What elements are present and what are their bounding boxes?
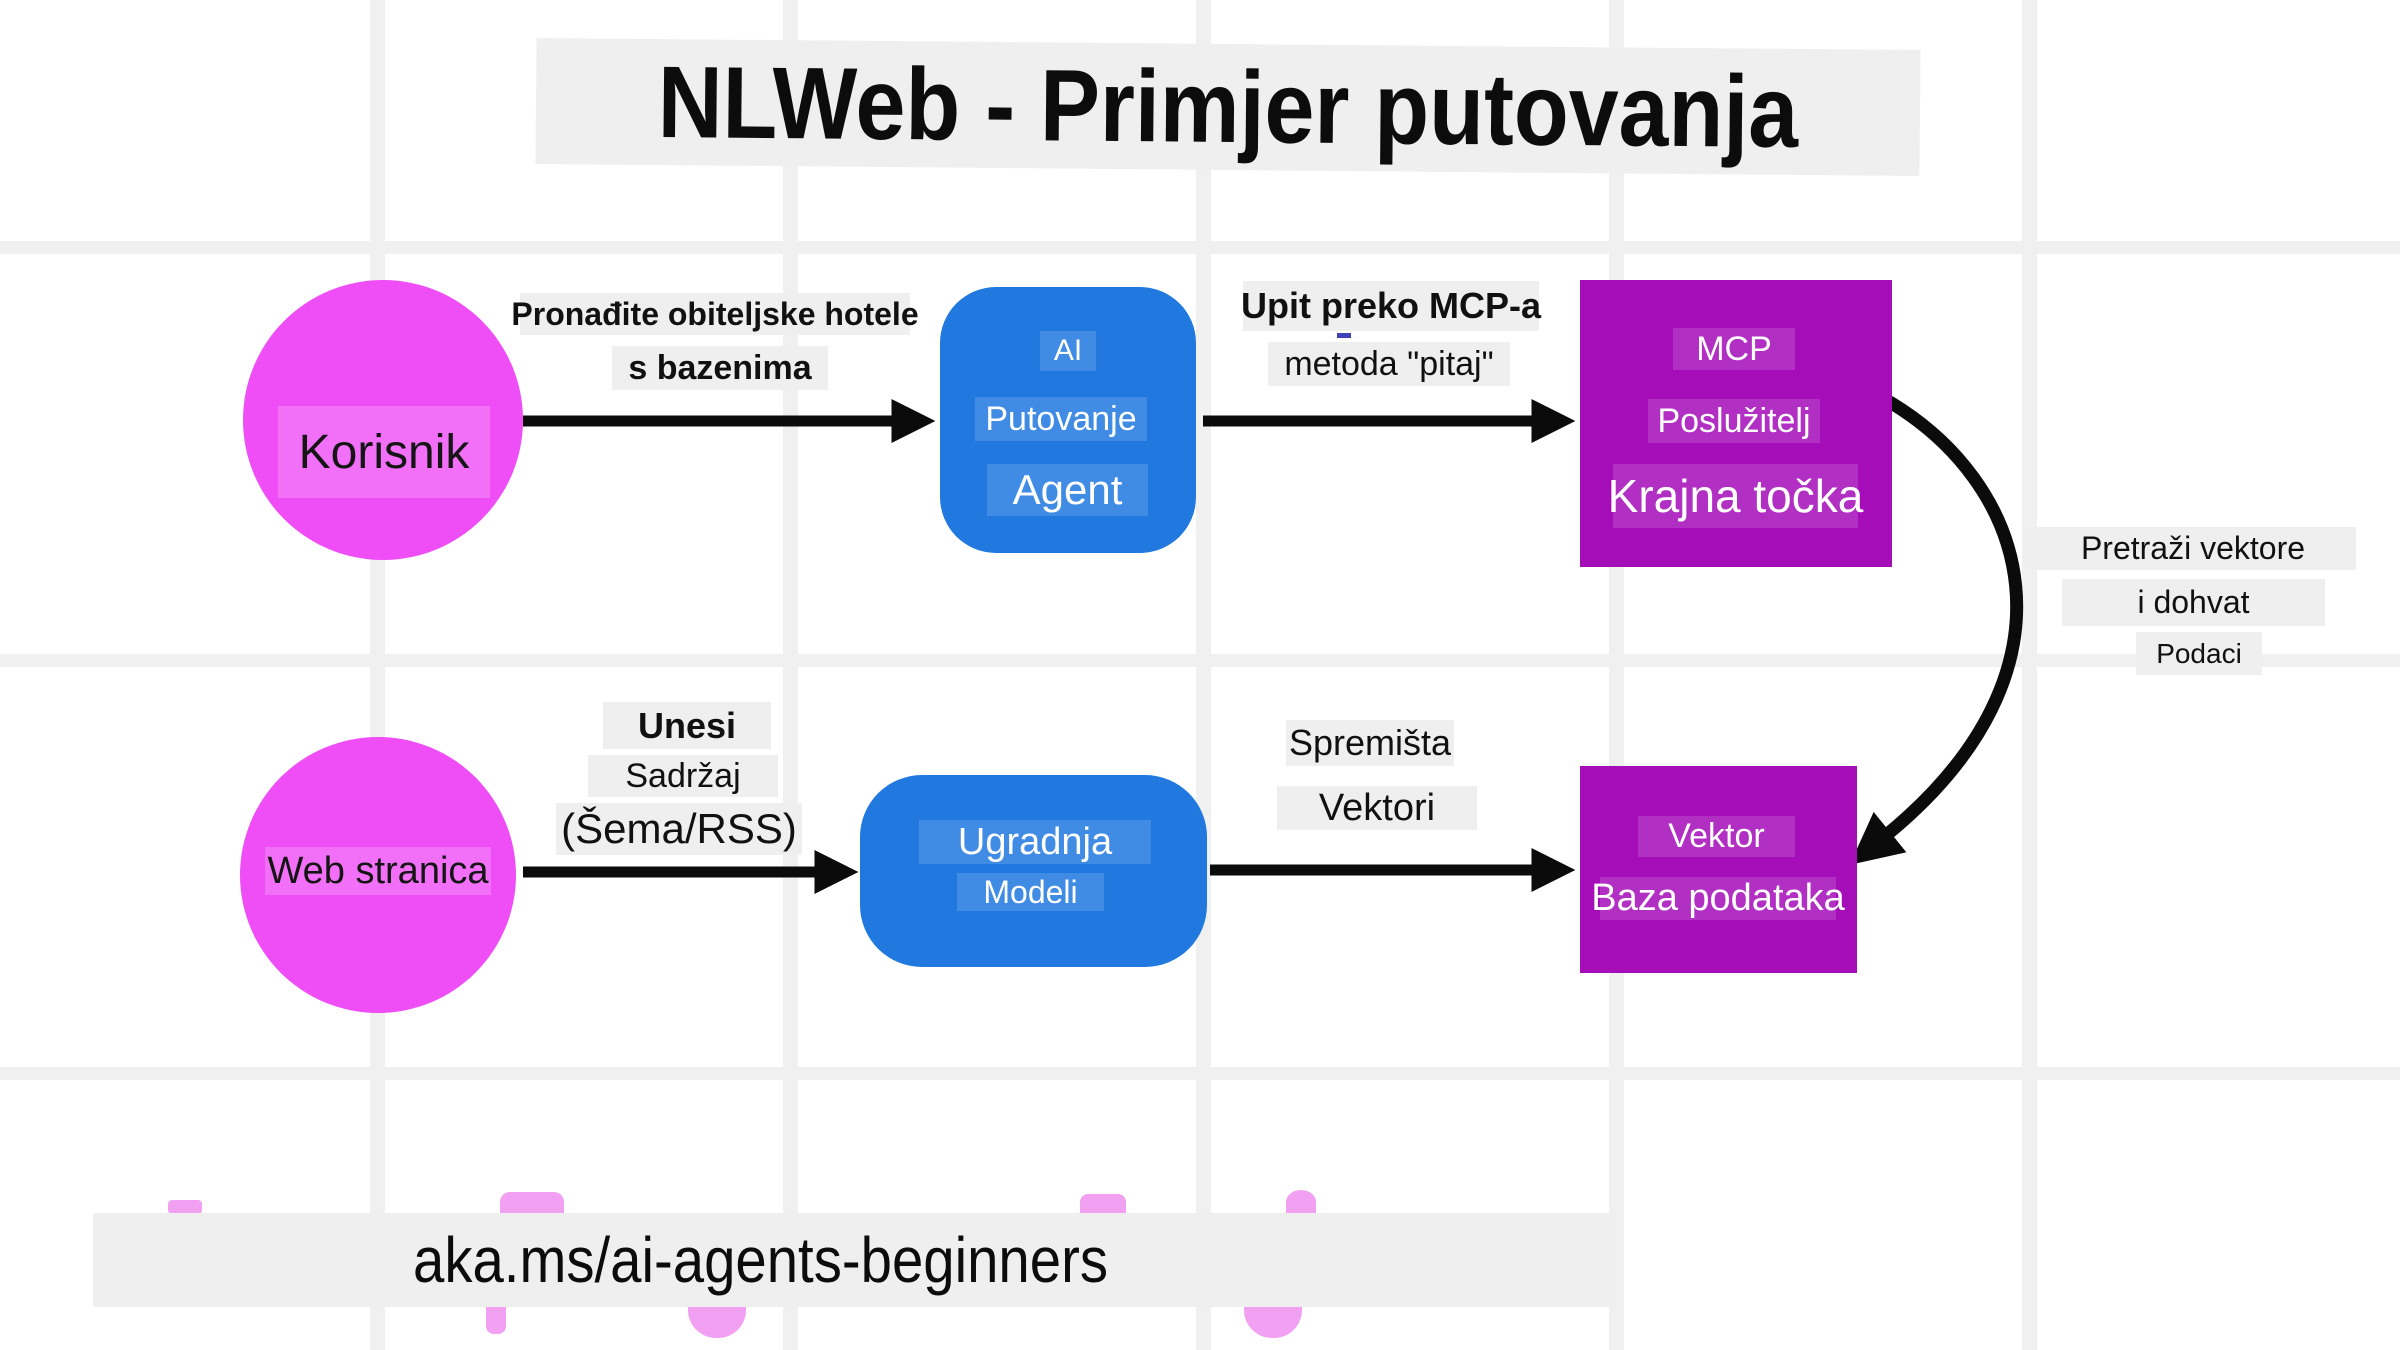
pink-remnant xyxy=(168,1200,202,1214)
agent-node-line-3: Agent xyxy=(987,464,1148,516)
mcp-node-line-2: Poslužitelj xyxy=(1648,399,1820,443)
website-node-label: Web stranica xyxy=(265,847,491,895)
edge-label-mcp-vectordb-2: i dohvat xyxy=(2062,579,2325,626)
embedding-node-line-2: Modeli xyxy=(957,873,1104,911)
edge-label-website-embedding-2: Sadržaj xyxy=(588,755,778,797)
embedding-node: Ugradnja Modeli xyxy=(860,775,1207,967)
edge-label-embedding-vectordb-1: Spremišta xyxy=(1286,720,1454,766)
footer-link: aka.ms/ai-agents-beginners xyxy=(413,1224,1108,1296)
title-banner: NLWeb - Primjer putovanja xyxy=(535,37,1921,177)
vectordb-node-line-1: Vektor xyxy=(1638,816,1795,857)
edge-label-mcp-vectordb-3: Podaci xyxy=(2136,632,2262,675)
edge-label-website-embedding-3: (Šema/RSS) xyxy=(556,803,802,855)
arrow-mcp-to-vectordb-curve xyxy=(1849,391,2024,865)
vectordb-node: Vektor Baza podataka xyxy=(1580,766,1857,973)
website-node: Web stranica xyxy=(240,737,516,1013)
edge-label-agent-mcp-1: Upit preko MCP-a xyxy=(1241,281,1541,331)
vectordb-node-line-2: Baza podataka xyxy=(1591,877,1845,920)
user-node: Korisnik xyxy=(243,280,523,560)
mcp-node-line-1: MCP xyxy=(1673,328,1795,370)
edge-label-mcp-vectordb-1: Pretraži vektore xyxy=(2030,527,2356,570)
pink-remnant xyxy=(1286,1190,1316,1214)
user-node-label: Korisnik xyxy=(278,406,490,498)
pink-remnant xyxy=(500,1192,564,1214)
pink-remnant xyxy=(1080,1194,1126,1214)
agent-node-line-2: Putovanje xyxy=(975,397,1147,441)
footer-banner: aka.ms/ai-agents-beginners xyxy=(93,1213,1611,1307)
pink-remnant xyxy=(486,1306,506,1334)
edge-label-embedding-vectordb-2: Vektori xyxy=(1277,786,1477,830)
edge-label-user-agent-2: s bazenima xyxy=(612,346,828,390)
agent-node-line-1: AI xyxy=(1040,331,1096,371)
agent-node: AI Putovanje Agent xyxy=(940,287,1196,553)
mcp-node: MCP Poslužitelj Krajna točka xyxy=(1580,280,1892,567)
edge-label-user-agent-1: Pronađite obiteljske hotele xyxy=(511,293,919,335)
edge-label-agent-mcp-2: metoda "pitaj" xyxy=(1268,342,1510,386)
edge-label-website-embedding-1: Unesi xyxy=(603,702,771,749)
embedding-node-line-1: Ugradnja xyxy=(919,820,1151,864)
mcp-node-line-3: Krajna točka xyxy=(1608,464,1863,528)
page-title: NLWeb - Primjer putovanja xyxy=(657,44,1799,169)
ink-artifact xyxy=(1337,333,1351,338)
